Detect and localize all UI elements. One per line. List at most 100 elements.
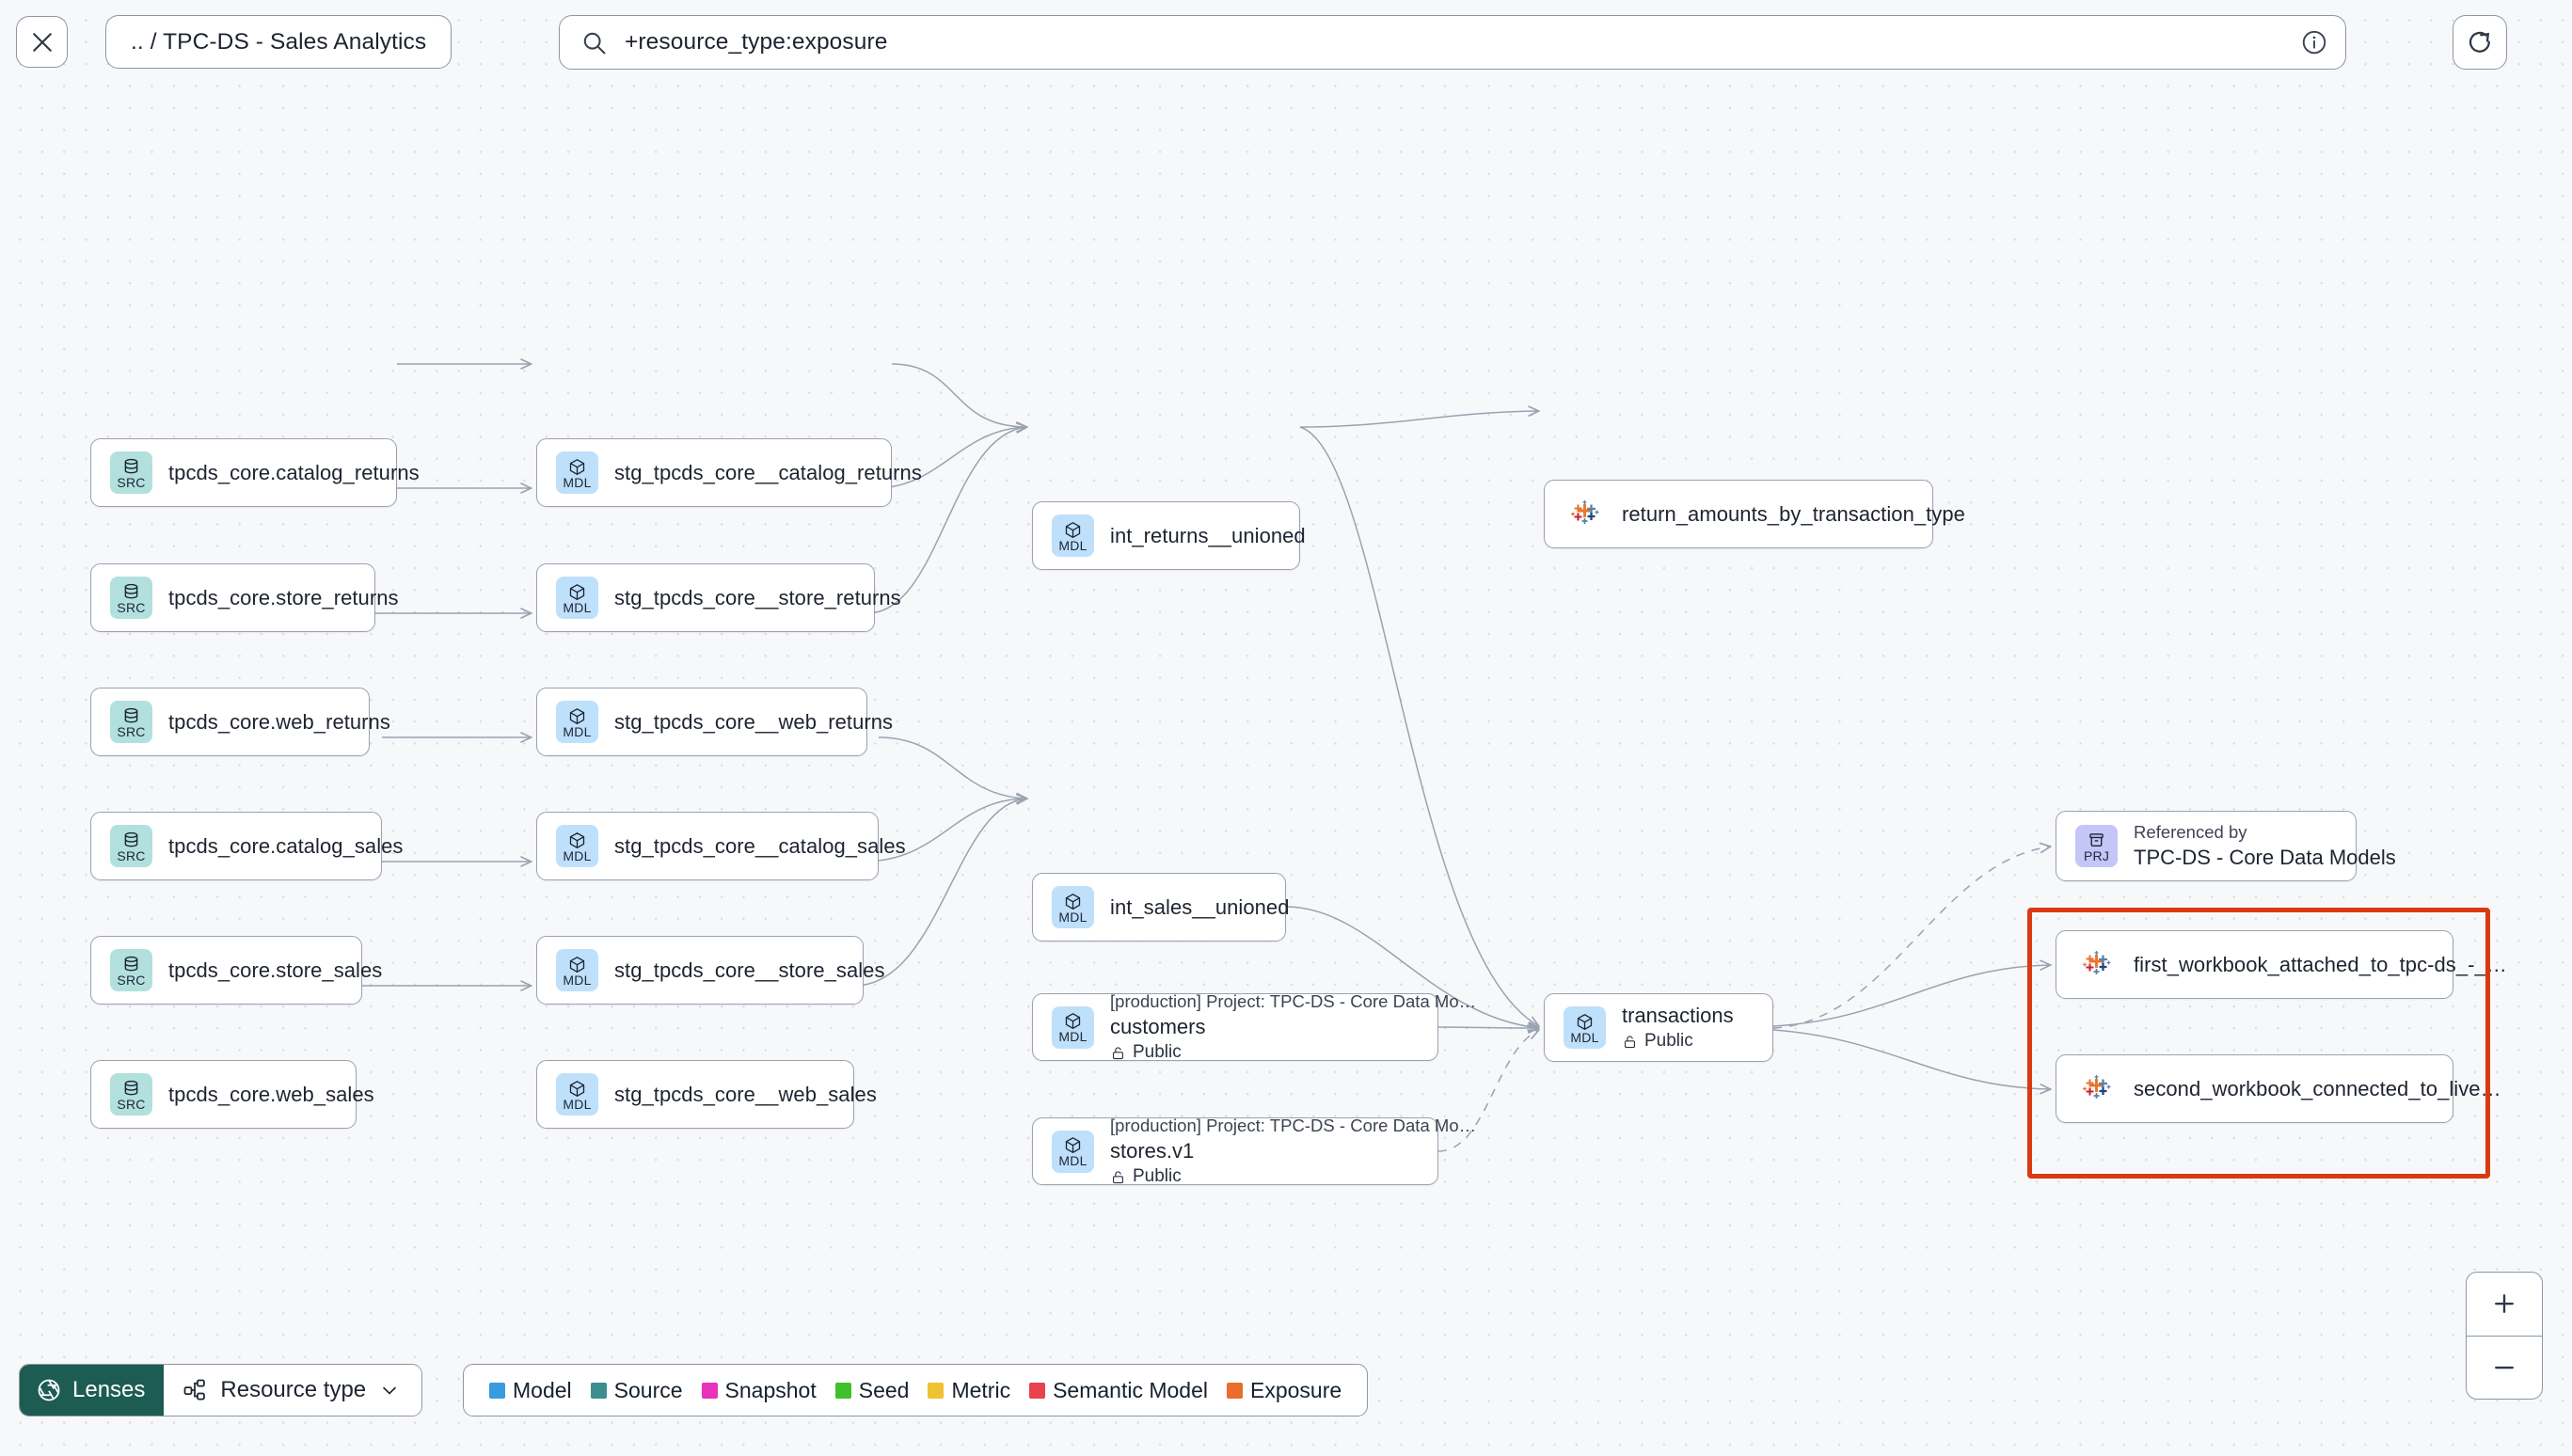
info-circle-icon[interactable] bbox=[2300, 28, 2328, 56]
node-return-amounts-by-transaction-type[interactable]: return_amounts_by_transaction_type bbox=[1544, 480, 1965, 548]
node-label: first_workbook_attached_to_tpc-ds_-_… bbox=[2134, 952, 2507, 976]
node-stg-store-returns[interactable]: MDL stg_tpcds_core__store_returns bbox=[536, 563, 901, 632]
lenses-label: Lenses bbox=[72, 1377, 146, 1402]
node-customers[interactable]: MDL [production] Project: TPC-DS - Core … bbox=[1032, 991, 1476, 1062]
breadcrumb[interactable]: .. / TPC-DS - Sales Analytics bbox=[105, 15, 452, 69]
node-stg-web-returns[interactable]: MDL stg_tpcds_core__web_returns bbox=[536, 688, 893, 756]
node-src-web-returns[interactable]: SRC tpcds_core.web_returns bbox=[90, 688, 390, 756]
cube-icon bbox=[569, 707, 585, 724]
legend-item-source: Source bbox=[590, 1378, 683, 1403]
badge-label: MDL bbox=[1058, 1153, 1088, 1168]
cube-icon bbox=[569, 1080, 585, 1097]
node-label: int_sales__unioned bbox=[1110, 894, 1290, 919]
badge-label: MDL bbox=[1058, 537, 1088, 553]
badge-label: SRC bbox=[117, 474, 146, 490]
legend-label: Semantic Model bbox=[1053, 1377, 1208, 1402]
node-stores-v1[interactable]: MDL [production] Project: TPC-DS - Core … bbox=[1032, 1116, 1476, 1186]
legend-label: Exposure bbox=[1250, 1377, 1342, 1402]
badge-label: MDL bbox=[563, 972, 592, 988]
close-icon bbox=[32, 32, 52, 52]
node-text: [production] Project: TPC-DS - Core Data… bbox=[1110, 991, 1476, 1063]
cube-icon bbox=[1065, 521, 1081, 538]
source-badge: SRC bbox=[110, 949, 152, 991]
node-stg-catalog-returns[interactable]: MDL stg_tpcds_core__catalog_returns bbox=[536, 438, 922, 507]
resource-type-label: Resource type bbox=[220, 1377, 367, 1402]
zoom-out-button[interactable] bbox=[2467, 1337, 2542, 1400]
cube-icon bbox=[569, 831, 585, 848]
node-stg-store-sales[interactable]: MDL stg_tpcds_core__store_sales bbox=[536, 936, 884, 1005]
access-label: Public bbox=[1133, 1166, 1182, 1186]
node-first-workbook[interactable]: first_workbook_attached_to_tpc-ds_-_… bbox=[2056, 930, 2507, 999]
legend-swatch bbox=[590, 1382, 607, 1399]
legend-item-snapshot: Snapshot bbox=[701, 1378, 817, 1403]
badge-label: MDL bbox=[563, 1096, 592, 1112]
resource-type-dropdown[interactable]: Resource type bbox=[164, 1365, 422, 1416]
node-stg-web-sales[interactable]: MDL stg_tpcds_core__web_sales bbox=[536, 1060, 877, 1129]
node-transactions[interactable]: MDL transactions Public bbox=[1544, 993, 1773, 1062]
database-icon bbox=[124, 707, 138, 722]
node-text: [production] Project: TPC-DS - Core Data… bbox=[1110, 1116, 1476, 1187]
node-label: stores.v1 bbox=[1110, 1139, 1195, 1163]
search-bar[interactable] bbox=[559, 15, 2346, 70]
node-stg-catalog-sales[interactable]: MDL stg_tpcds_core__catalog_sales bbox=[536, 812, 906, 880]
node-label: stg_tpcds_core__catalog_returns bbox=[614, 460, 922, 484]
badge-label: SRC bbox=[117, 847, 146, 863]
database-icon bbox=[124, 1080, 138, 1095]
node-int-sales-unioned[interactable]: MDL int_sales__unioned bbox=[1032, 873, 1289, 942]
badge-label: MDL bbox=[1058, 909, 1088, 925]
node-second-workbook[interactable]: second_workbook_connected_to_live… bbox=[2056, 1054, 2501, 1123]
cube-icon bbox=[569, 458, 585, 475]
node-label: return_amounts_by_transaction_type bbox=[1622, 501, 1965, 526]
model-badge: MDL bbox=[1052, 886, 1094, 928]
database-icon bbox=[124, 458, 138, 473]
lenses-button[interactable]: Lenses bbox=[20, 1365, 165, 1416]
node-src-store-returns[interactable]: SRC tpcds_core.store_returns bbox=[90, 563, 398, 632]
minus-icon bbox=[2495, 1366, 2514, 1369]
legend-label: Seed bbox=[858, 1377, 910, 1402]
zoom-in-button[interactable] bbox=[2467, 1273, 2542, 1337]
project-badge: PRJ bbox=[2075, 825, 2118, 867]
node-label: stg_tpcds_core__catalog_sales bbox=[614, 833, 906, 858]
graph-canvas[interactable]: SRC tpcds_core.catalog_returns SRC tpcds… bbox=[0, 109, 2572, 1360]
refresh-button[interactable] bbox=[2453, 15, 2507, 70]
close-button[interactable] bbox=[16, 16, 68, 68]
badge-label: MDL bbox=[563, 723, 592, 739]
legend-swatch bbox=[1227, 1382, 1243, 1399]
database-icon bbox=[124, 956, 138, 971]
cube-icon bbox=[1065, 893, 1081, 910]
node-src-catalog-returns[interactable]: SRC tpcds_core.catalog_returns bbox=[90, 438, 420, 507]
model-badge: MDL bbox=[556, 825, 598, 867]
node-src-catalog-sales[interactable]: SRC tpcds_core.catalog_sales bbox=[90, 812, 403, 880]
plus-icon bbox=[2495, 1294, 2514, 1314]
node-src-web-sales[interactable]: SRC tpcds_core.web_sales bbox=[90, 1060, 374, 1129]
legend-swatch bbox=[489, 1382, 505, 1399]
edge-layer bbox=[357, 109, 2572, 1152]
search-icon bbox=[583, 32, 606, 54]
lock-open-icon bbox=[1624, 1035, 1636, 1048]
node-project-referenced-by[interactable]: PRJ Referenced by TPC-DS - Core Data Mod… bbox=[2056, 811, 2396, 881]
access-label: Public bbox=[1644, 1031, 1693, 1051]
legend-item-exposure: Exposure bbox=[1227, 1378, 1342, 1403]
source-badge: SRC bbox=[110, 701, 152, 743]
legend-label: Metric bbox=[951, 1377, 1011, 1402]
lock-open-icon bbox=[1112, 1046, 1124, 1059]
legend-swatch bbox=[834, 1382, 851, 1399]
exposure-badge bbox=[2075, 943, 2118, 986]
node-label: stg_tpcds_core__store_returns bbox=[614, 585, 901, 609]
badge-label: SRC bbox=[117, 723, 146, 739]
lens-control-group: Lenses Resource type bbox=[19, 1364, 423, 1416]
badge-label: MDL bbox=[563, 474, 592, 490]
search-input[interactable] bbox=[625, 29, 2283, 55]
zoom-controls bbox=[2466, 1272, 2543, 1400]
node-text: Referenced by TPC-DS - Core Data Models bbox=[2134, 822, 2396, 870]
node-src-store-sales[interactable]: SRC tpcds_core.store_sales bbox=[90, 936, 382, 1005]
tableau-icon bbox=[2082, 950, 2110, 974]
node-label: stg_tpcds_core__web_sales bbox=[614, 1082, 877, 1106]
badge-label: SRC bbox=[117, 972, 146, 988]
node-int-returns-unioned[interactable]: MDL int_returns__unioned bbox=[1032, 501, 1306, 570]
badge-label: MDL bbox=[563, 847, 592, 863]
legend-item-semantic-model: Semantic Model bbox=[1029, 1378, 1208, 1403]
node-access: Public bbox=[1622, 1031, 1734, 1052]
badge-label: MDL bbox=[563, 599, 592, 615]
model-badge: MDL bbox=[556, 577, 598, 619]
